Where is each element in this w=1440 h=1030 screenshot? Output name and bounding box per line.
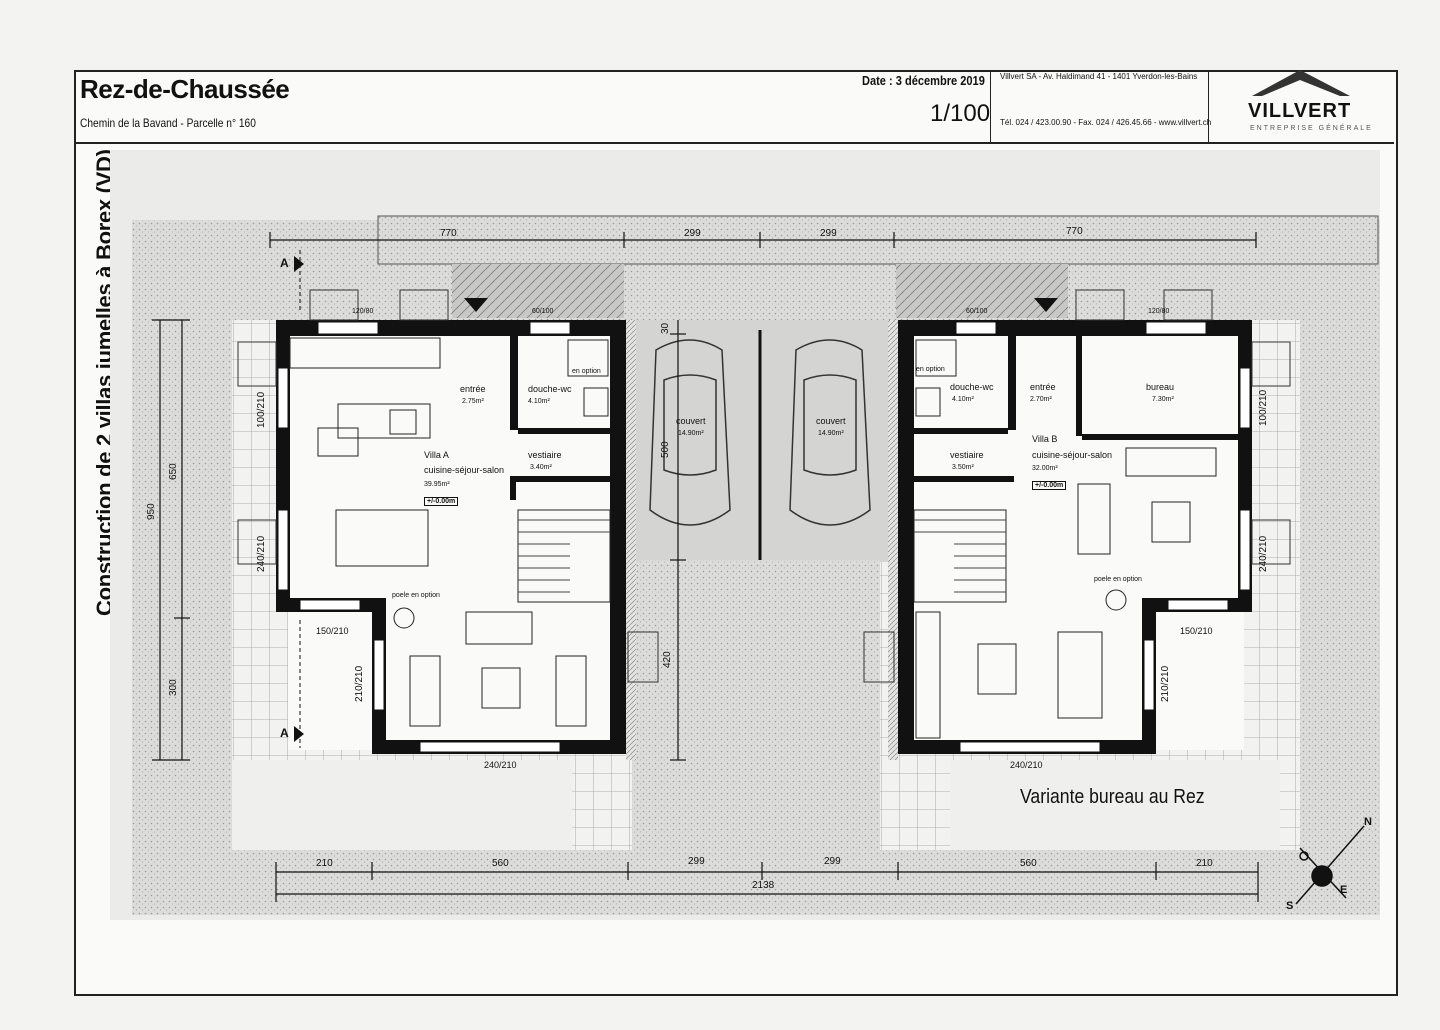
dim-left-lower: 300 [168, 679, 179, 696]
opening-a-bottom-left: 150/210 [316, 626, 349, 636]
room-area-entree-b: 2.70m² [1030, 396, 1052, 403]
room-label-bureau-b: bureau [1146, 382, 1175, 392]
carport-area-b: 14.90m² [818, 430, 844, 437]
opening-b-bottom-right: 150/210 [1180, 626, 1213, 636]
opening-a-mid-left: 210/210 [354, 665, 365, 702]
dim-carport-front: 30 [660, 322, 671, 334]
company-tagline: ENTREPRISE GÉNÉRALE [1250, 125, 1373, 132]
room-label-entree-a: entrée [460, 384, 486, 394]
title-block-divider [990, 70, 991, 142]
dim-carport-lower: 420 [662, 651, 673, 668]
dim-top-1: 770 [440, 228, 457, 239]
option-label-b: en option [916, 366, 945, 373]
company-logo: VILLVERT [1248, 100, 1352, 122]
opening-b-mid-right: 210/210 [1160, 665, 1171, 702]
poele-label-a: poele en option [392, 592, 440, 599]
compass-east: E [1340, 884, 1348, 896]
room-area-douche-b: 4.10m² [952, 396, 974, 403]
carport-label-b: couvert [816, 416, 846, 426]
dim-bottom-total: 2138 [752, 880, 775, 891]
opening-a-left-lower: 240/210 [256, 535, 267, 572]
room-label-douche-b: douche-wc [950, 382, 994, 392]
room-area-entree-a: 2.75m² [462, 398, 484, 405]
compass-south: S [1286, 900, 1294, 912]
villa-label-b: Villa B [1032, 434, 1058, 444]
carport-label-a: couvert [676, 416, 706, 426]
option-label-a: en option [572, 368, 601, 375]
room-label-entree-b: entrée [1030, 382, 1056, 392]
room-label-living-a: cuisine-séjour-salon [424, 465, 505, 475]
drawing-scale: 1/100 [930, 100, 991, 127]
opening-a-top-window: 120/80 [352, 308, 374, 315]
room-area-vestiaire-b: 3.50m² [952, 464, 974, 471]
room-area-douche-a: 4.10m² [528, 398, 550, 405]
dim-top-4: 770 [1066, 226, 1083, 237]
company-contact: Tél. 024 / 423.00.90 - Fax. 024 / 426.45… [1000, 118, 1212, 127]
level-label-b: +/-0.00m [1032, 481, 1067, 490]
carport-area-a: 14.90m² [678, 430, 704, 437]
room-label-douche-a: douche-wc [528, 384, 572, 394]
room-area-living-b: 32.00m² [1032, 465, 1058, 472]
compass-north: N [1364, 816, 1372, 828]
dim-bottom-1: 210 [316, 858, 333, 869]
drawing-subtitle: Chemin de la Bavand - Parcelle n° 160 [80, 116, 256, 130]
room-area-living-a: 39.95m² [424, 481, 450, 488]
opening-b-bottom: 240/210 [1010, 760, 1043, 770]
room-area-bureau-b: 7.30m² [1152, 396, 1174, 403]
room-area-vestiaire-a: 3.40m² [530, 464, 552, 471]
opening-a-bottom: 240/210 [484, 760, 517, 770]
opening-b-top-window: 120/80 [1148, 308, 1170, 315]
title-block [74, 70, 1394, 144]
company-address: Villvert SA - Av. Haldimand 41 - 1401 Yv… [1000, 72, 1198, 81]
variant-note: Variante bureau au Rez [1020, 786, 1205, 808]
opening-a-door-top: 60/100 [532, 308, 554, 315]
dim-bottom-2: 560 [492, 858, 509, 869]
dim-left-upper: 650 [168, 463, 179, 480]
section-marker-top: A [280, 256, 289, 270]
dim-bottom-5: 560 [1020, 858, 1037, 869]
section-marker-bottom: A [280, 726, 289, 740]
level-label-a: +/-0.00m [424, 497, 459, 506]
dim-top-2: 299 [684, 228, 701, 239]
opening-b-right-lower: 240/210 [1258, 535, 1269, 572]
poele-label-b: poele en option [1094, 576, 1142, 583]
dim-carport-depth: 500 [660, 441, 671, 458]
drawing-date: Date : 3 décembre 2019 [862, 73, 985, 88]
room-label-living-b: cuisine-séjour-salon [1032, 450, 1113, 460]
dim-top-3: 299 [820, 228, 837, 239]
title-block-divider [1208, 70, 1209, 142]
dim-bottom-3: 299 [688, 856, 705, 867]
dim-bottom-4: 299 [824, 856, 841, 867]
villa-label-a: Villa A [424, 450, 449, 460]
room-label-vestiaire-a: vestiaire [528, 450, 562, 460]
dim-left-total: 950 [146, 503, 157, 520]
dim-bottom-6: 210 [1196, 858, 1213, 869]
room-label-vestiaire-b: vestiaire [950, 450, 984, 460]
opening-a-left-upper: 100/210 [256, 391, 267, 428]
opening-b-door-top: 60/100 [966, 308, 988, 315]
drawing-title: Rez-de-Chaussée [80, 74, 290, 104]
opening-b-right-upper: 100/210 [1258, 389, 1269, 426]
